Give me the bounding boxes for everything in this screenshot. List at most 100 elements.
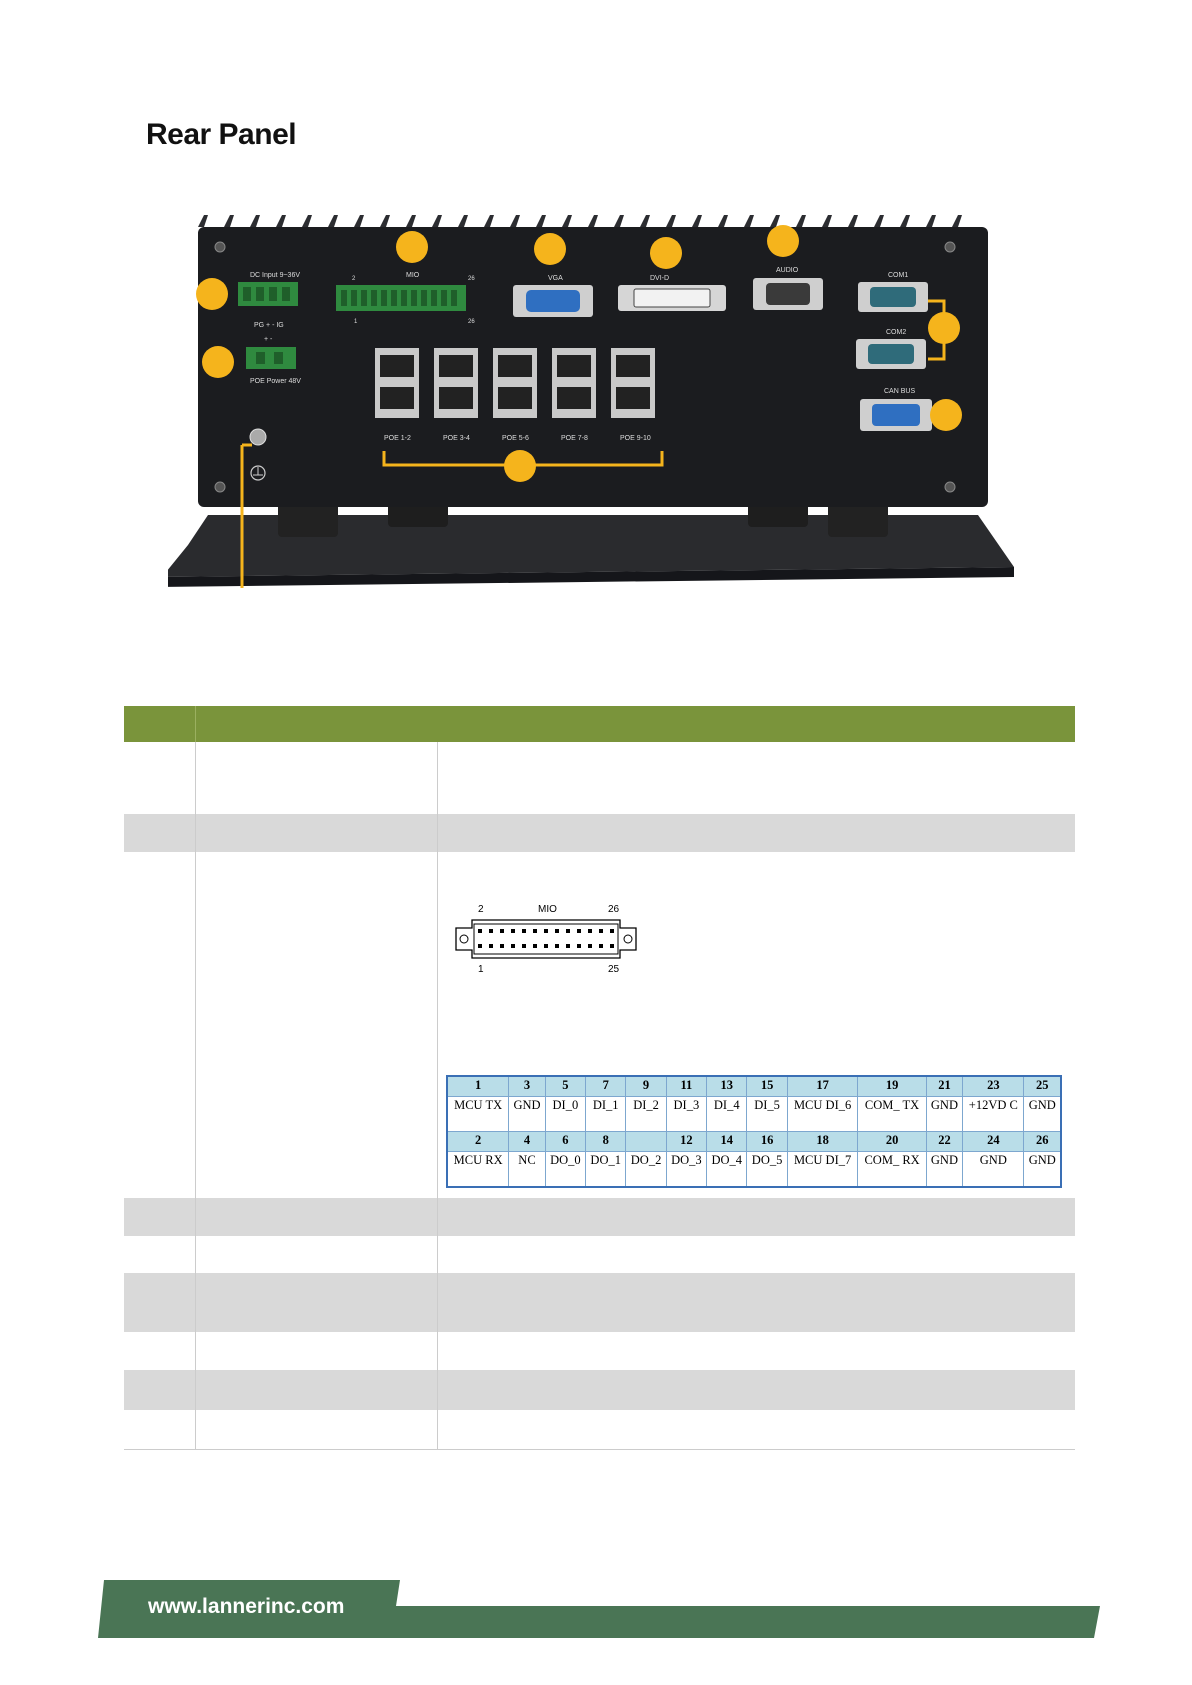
poe-5-6-label: POE 5-6 <box>502 435 529 442</box>
mio-pin-2-label: 2 <box>352 276 356 282</box>
poe-9-10-label: POE 9-10 <box>620 435 651 442</box>
pin-number: 1 <box>446 1075 510 1097</box>
pin-number: 25 <box>1023 1075 1062 1097</box>
table-row <box>124 1332 1075 1370</box>
table-row <box>124 852 1075 1198</box>
mio-pin-26-label: 26 <box>468 276 475 282</box>
footer-url-link[interactable]: www.lannerinc.com <box>148 1595 345 1618</box>
pin-number: 9 <box>625 1075 667 1097</box>
pin-number-row: 1 3 5 7 9 11 13 15 17 19 21 23 25 <box>446 1075 1062 1097</box>
pin-number: 3 <box>508 1075 546 1097</box>
mio-pin-1-label: 1 <box>354 319 358 325</box>
pin-number: 6 <box>544 1131 587 1152</box>
pin-number: 12 <box>665 1131 708 1152</box>
pin-number: 18 <box>786 1131 859 1152</box>
pin-signal: DO_2 <box>625 1151 667 1188</box>
pin-number: 20 <box>857 1131 927 1152</box>
spec-table-header <box>124 706 1075 742</box>
pin-signal: DI_3 <box>665 1096 708 1132</box>
table-row <box>124 1370 1075 1410</box>
pin-number: 14 <box>706 1131 748 1152</box>
pin-number-row: 2 4 6 8 10 12 14 16 18 20 22 24 26 <box>446 1131 1062 1152</box>
mio-diagram-pin-26: 26 <box>608 904 620 915</box>
callout-marker <box>930 399 962 431</box>
com2-label: COM2 <box>886 329 906 336</box>
pin-number: 19 <box>857 1075 927 1097</box>
table-row <box>124 1410 1075 1449</box>
pin-signal: GND <box>925 1096 964 1132</box>
callout-marker <box>534 233 566 265</box>
pin-number: 2 <box>446 1131 510 1152</box>
table-bottom-border <box>124 1449 1075 1450</box>
mio-diagram-pin-25: 25 <box>608 964 620 975</box>
pin-signal: MCU DI_6 <box>786 1096 859 1132</box>
pin-signal: DO_0 <box>544 1151 587 1188</box>
pin-signal: GND <box>508 1096 546 1132</box>
mio-pin-table: 1 3 5 7 9 11 13 15 17 19 21 23 25 MCU TX… <box>446 1075 1062 1188</box>
dc-pin-label: PG + - IG <box>254 322 284 329</box>
pin-signal: COM_ RX <box>857 1151 927 1188</box>
pin-signal: DO_5 <box>746 1151 788 1188</box>
pin-number: 17 <box>786 1075 859 1097</box>
pin-signal: GND <box>962 1151 1025 1188</box>
pin-number: 7 <box>585 1075 627 1097</box>
pin-signal: DI_1 <box>585 1096 627 1132</box>
mio-diagram-pin-1: 1 <box>478 964 484 975</box>
mio-connector-diagram: 2 MIO 26 1 25 <box>455 904 637 975</box>
vga-label: VGA <box>548 275 563 282</box>
poe-3-4-label: POE 3-4 <box>443 435 470 442</box>
pin-number: 4 <box>508 1131 546 1152</box>
audio-label: AUDIO <box>776 267 799 274</box>
pin-signal: NC <box>508 1151 546 1188</box>
pin-signal: MCU DI_7 <box>786 1151 859 1188</box>
pin-signal: DI_2 <box>625 1096 667 1132</box>
page-title: Rear Panel <box>146 118 297 151</box>
pin-signal: COM_ TX <box>857 1096 927 1132</box>
poe-power-pin-label: + - <box>264 336 273 343</box>
table-row <box>124 1236 1075 1273</box>
pin-number: 21 <box>925 1075 964 1097</box>
pin-signal: +12VD C <box>962 1096 1025 1132</box>
mio-label: MIO <box>406 272 420 279</box>
rear-panel-photo: DC Input 9~36V PG + - IG + - POE Power 4… <box>168 215 1014 588</box>
pin-number: 13 <box>706 1075 748 1097</box>
pin-signal: DO_1 <box>585 1151 627 1188</box>
pin-number: 15 <box>746 1075 788 1097</box>
mio-diagram-label: MIO <box>538 904 557 915</box>
pin-signal: DI_5 <box>746 1096 788 1132</box>
canbus-label: CAN BUS <box>884 388 915 395</box>
pin-signal: GND <box>925 1151 964 1188</box>
pin-number: 8 <box>585 1131 627 1152</box>
callout-marker <box>196 278 228 310</box>
table-row <box>124 814 1075 852</box>
table-row <box>124 1273 1075 1332</box>
pin-number: 22 <box>925 1131 964 1152</box>
poe-1-2-label: POE 1-2 <box>384 435 411 442</box>
pin-signal: DO_3 <box>665 1151 708 1188</box>
pin-signal: GND <box>1023 1096 1062 1132</box>
pin-number: 23 <box>962 1075 1025 1097</box>
pin-signal: GND <box>1023 1151 1062 1188</box>
pin-signal-row: MCU RX NC DO_0 DO_1 DO_2 DO_3 DO_4 DO_5 … <box>446 1151 1062 1188</box>
poe-power-label: POE Power 48V <box>250 378 301 385</box>
dvi-label: DVI-D <box>650 275 669 282</box>
mio-diagram-pin-2: 2 <box>478 904 484 915</box>
table-row <box>124 1198 1075 1236</box>
poe-7-8-label: POE 7-8 <box>561 435 588 442</box>
pin-signal: MCU TX <box>446 1096 510 1132</box>
pin-signal-row: MCU TX GND DI_0 DI_1 DI_2 DI_3 DI_4 DI_5… <box>446 1096 1062 1132</box>
pin-signal: DI_0 <box>544 1096 587 1132</box>
pin-number: 11 <box>665 1075 708 1097</box>
pin-number: 16 <box>746 1131 788 1152</box>
callout-marker <box>650 237 682 269</box>
com1-label: COM1 <box>888 272 908 279</box>
callout-marker <box>767 225 799 257</box>
pin-signal: DI_4 <box>706 1096 748 1132</box>
pin-signal: DO_4 <box>706 1151 748 1188</box>
mio-pin-bottom-right-label: 26 <box>468 319 475 325</box>
pin-signal: MCU RX <box>446 1151 510 1188</box>
dc-input-label: DC Input 9~36V <box>250 272 300 279</box>
callout-marker <box>396 231 428 263</box>
pin-number: 24 <box>962 1131 1025 1152</box>
callout-marker <box>202 346 234 378</box>
